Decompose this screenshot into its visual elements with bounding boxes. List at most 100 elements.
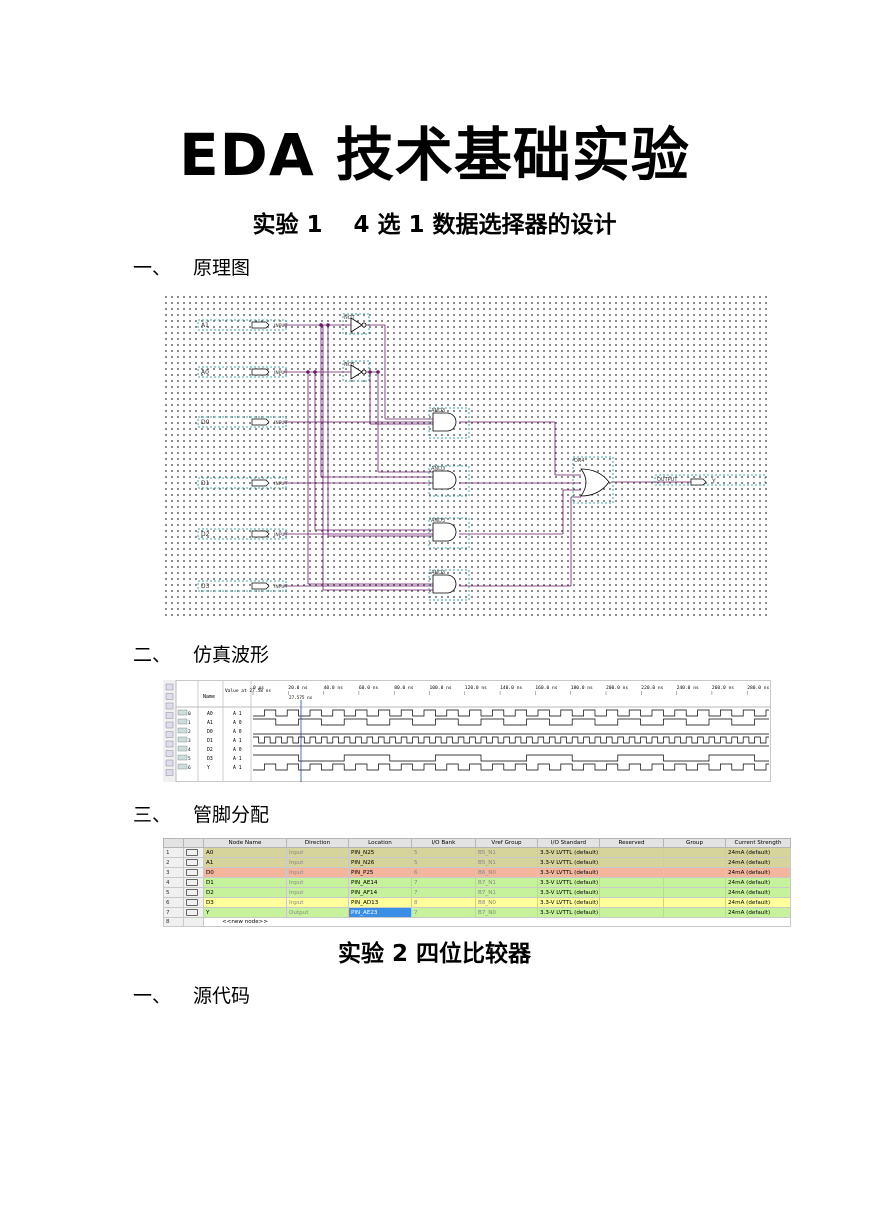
pin-cell[interactable]: B6_N0	[475, 867, 538, 878]
pin-cell[interactable]	[663, 897, 726, 908]
pin-cell[interactable]	[599, 877, 664, 888]
pin-cell[interactable]: 24mA (default)	[725, 907, 791, 918]
pin-cell[interactable]: 3.3-V LVTTL (default)	[537, 867, 600, 878]
pin-cell[interactable]: 3.3-V LVTTL (default)	[537, 907, 600, 918]
pin-cell[interactable]: PIN_AE14	[348, 877, 412, 888]
pin-cell[interactable]: B8_N0	[475, 897, 538, 908]
pin-cell[interactable]: PIN_AE23	[348, 907, 412, 918]
pin-cell[interactable]: 7	[411, 877, 476, 888]
column-header[interactable]	[163, 838, 184, 848]
pin-cell[interactable]: PIN_P25	[348, 867, 412, 878]
snap-icon[interactable]	[165, 759, 174, 767]
pin-cell[interactable]: B5_N1	[475, 857, 538, 868]
new-node-row[interactable]: 8<<new node>>	[163, 917, 791, 927]
pin-cell[interactable]: D2	[203, 887, 287, 898]
pin-cell[interactable]: 24mA (default)	[725, 887, 791, 898]
text-icon[interactable]	[165, 693, 174, 700]
pin-cell[interactable]: 5	[411, 857, 476, 868]
pin-cell[interactable]: B7_N0	[475, 907, 538, 918]
pin-cell[interactable]: 5	[411, 847, 476, 858]
column-header[interactable]: Location	[348, 838, 412, 848]
replace-icon[interactable]	[165, 740, 174, 748]
column-header[interactable]: Node Name	[203, 838, 287, 848]
pin-cell[interactable]	[599, 887, 664, 898]
pin-cell[interactable]: 3.3-V LVTTL (default)	[537, 847, 600, 858]
find-icon[interactable]	[165, 731, 174, 738]
column-header[interactable]: Group	[663, 838, 726, 848]
pin-cell[interactable]: PIN_AF14	[348, 887, 412, 898]
pin-cell[interactable]: 3.3-V LVTTL (default)	[537, 857, 600, 868]
pin-cell[interactable]	[599, 857, 664, 868]
pin-cell[interactable]: 7	[411, 887, 476, 898]
pin-cell[interactable]	[599, 907, 664, 918]
arrow-icon[interactable]	[165, 750, 174, 757]
pin-cell[interactable]: Input	[286, 897, 349, 908]
pin-cell[interactable]: B7_N1	[475, 877, 538, 888]
pin-cell[interactable]	[663, 887, 726, 898]
pin-cell[interactable]: 24mA (default)	[725, 847, 791, 858]
pin-cell[interactable]: A1	[203, 857, 287, 868]
column-header[interactable]: I/O Standard	[537, 838, 600, 848]
zoom-icon[interactable]	[165, 712, 174, 719]
pin-cell[interactable]: 3.3-V LVTTL (default)	[537, 897, 600, 908]
column-header[interactable]: Reserved	[599, 838, 664, 848]
pin-cell[interactable]: A0	[203, 847, 287, 858]
pin-cell[interactable]	[599, 847, 664, 858]
column-header[interactable]	[183, 838, 204, 848]
pin-cell[interactable]: 24mA (default)	[725, 897, 791, 908]
pin-cell[interactable]: 3.3-V LVTTL (default)	[537, 877, 600, 888]
pin-cell[interactable]: Y	[203, 907, 287, 918]
pin-cell[interactable]: 6	[411, 867, 476, 878]
pin-cell[interactable]: D0	[203, 867, 287, 878]
pin-cell[interactable]: Input	[286, 847, 349, 858]
pin-cell[interactable]: B7_N1	[475, 887, 538, 898]
pin-cell[interactable]: 3.3-V LVTTL (default)	[537, 887, 600, 898]
pin-cell[interactable]: 24mA (default)	[725, 867, 791, 878]
column-header[interactable]: I/O Bank	[411, 838, 476, 848]
pin-cell[interactable]: Input	[286, 857, 349, 868]
pin-cell[interactable]	[663, 907, 726, 918]
pin-cell[interactable]	[599, 897, 664, 908]
pin-cell[interactable]: Input	[286, 867, 349, 878]
fullscreen-icon[interactable]	[165, 721, 174, 729]
pin-cell[interactable]: D1	[203, 877, 287, 888]
sort-icon[interactable]	[165, 769, 174, 776]
column-header[interactable]: Current Strength	[725, 838, 791, 848]
pin-cell[interactable]	[663, 847, 726, 858]
new-node-cell[interactable]: <<new node>>	[203, 917, 791, 927]
column-header[interactable]: Direction	[286, 838, 349, 848]
pin-cell[interactable]: Input	[286, 887, 349, 898]
pin-cell[interactable]: B5_N1	[475, 847, 538, 858]
pin-cell[interactable]: 24mA (default)	[725, 857, 791, 868]
pin-cell[interactable]: Output	[286, 907, 349, 918]
pin-cell[interactable]: PIN_AD13	[348, 897, 412, 908]
pin-cell[interactable]	[663, 867, 726, 878]
pin-cell[interactable]: Input	[286, 877, 349, 888]
pin-cell[interactable]: 7	[411, 907, 476, 918]
pin-cell[interactable]: 8	[411, 897, 476, 908]
column-header[interactable]: Vref Group	[475, 838, 538, 848]
pin-cell[interactable]	[663, 857, 726, 868]
pin-cell[interactable]	[663, 877, 726, 888]
marquee-icon[interactable]	[165, 702, 174, 710]
pin-cell[interactable]: PIN_N25	[348, 847, 412, 858]
pin-cell[interactable]: 24mA (default)	[725, 877, 791, 888]
pin-cell[interactable]	[599, 867, 664, 878]
pin-cell[interactable]: PIN_N26	[348, 857, 412, 868]
pin-cell[interactable]: D3	[203, 897, 287, 908]
pointer-icon[interactable]	[165, 683, 174, 691]
